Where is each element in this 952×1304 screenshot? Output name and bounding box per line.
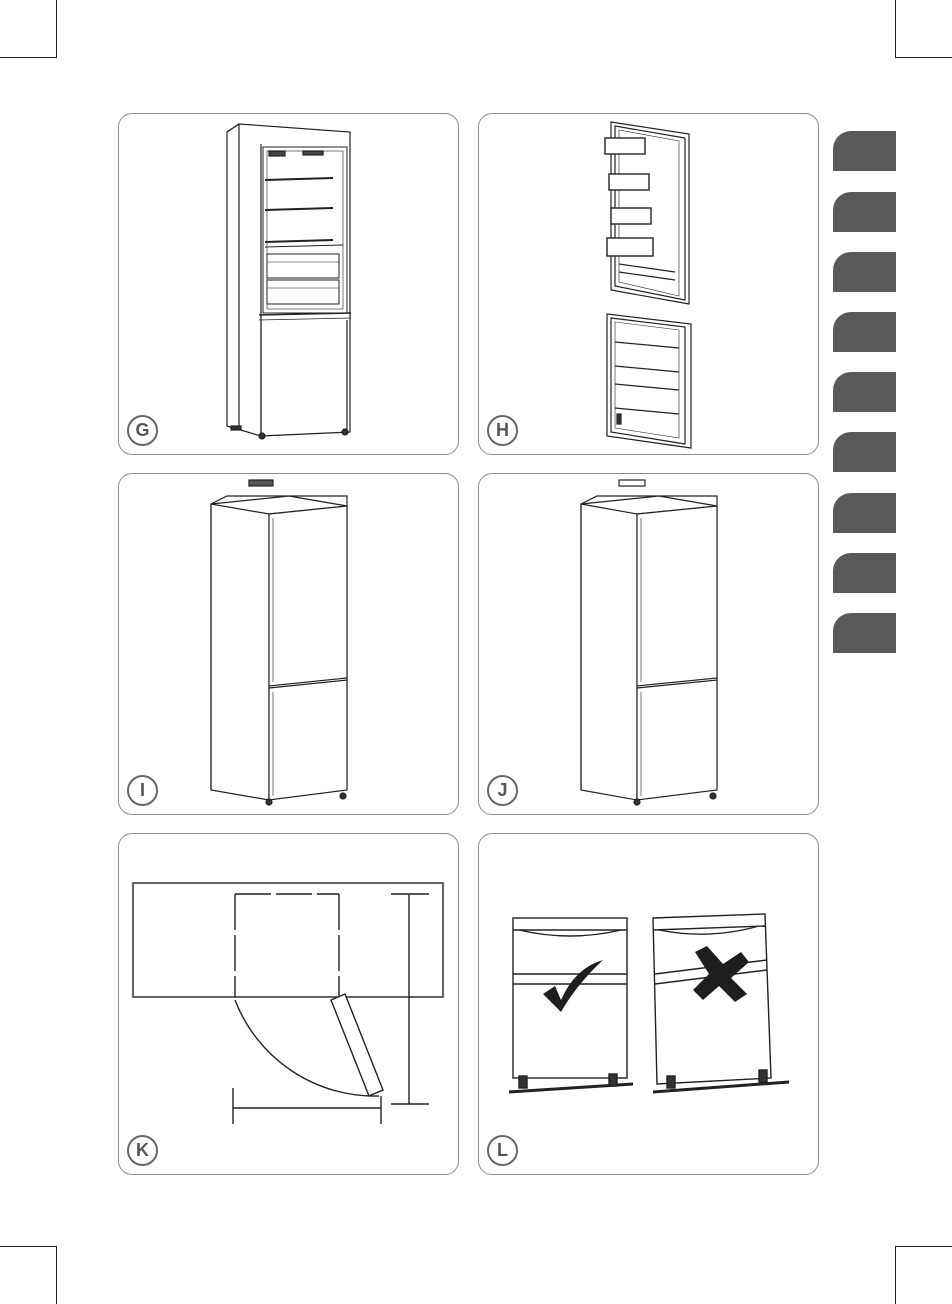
panel-g: G	[118, 113, 459, 455]
panel-k: K	[118, 833, 459, 1175]
fridge-reversed-door-illustration	[479, 474, 818, 814]
panel-label: G	[127, 415, 158, 446]
language-tab-2	[833, 192, 896, 232]
panel-i: I	[118, 473, 459, 815]
crop-mark-bottom-right-h	[895, 1246, 952, 1247]
panel-label: J	[487, 775, 518, 806]
crop-mark-top-right-v	[895, 0, 896, 57]
removed-doors-illustration	[479, 114, 818, 454]
panel-j: J	[478, 473, 819, 815]
language-tab-3	[833, 252, 896, 292]
panel-label: H	[487, 415, 518, 446]
language-tab-8	[833, 553, 896, 593]
panel-label: K	[127, 1135, 158, 1166]
language-tab-5	[833, 372, 896, 412]
crop-mark-top-left-v	[56, 0, 57, 57]
crop-mark-bottom-right-v	[895, 1246, 896, 1304]
panel-label: L	[487, 1135, 518, 1166]
panel-label: I	[127, 775, 158, 806]
door-swing-clearance-diagram	[119, 834, 458, 1174]
crop-mark-bottom-left-v	[56, 1246, 57, 1304]
language-tab-6	[833, 432, 896, 472]
panel-h: H	[478, 113, 819, 455]
language-tab-1	[833, 131, 896, 171]
crop-mark-top-left-h	[0, 57, 57, 58]
language-tab-9	[833, 613, 896, 653]
crop-mark-bottom-left-h	[0, 1246, 57, 1247]
crop-mark-top-right-h	[895, 57, 952, 58]
language-tab-7	[833, 493, 896, 533]
fridge-closed-illustration	[119, 474, 458, 814]
door-alignment-illustration	[479, 834, 818, 1174]
panel-l: L	[478, 833, 819, 1175]
language-tab-4	[833, 312, 896, 352]
fridge-open-interior-illustration	[119, 114, 458, 454]
